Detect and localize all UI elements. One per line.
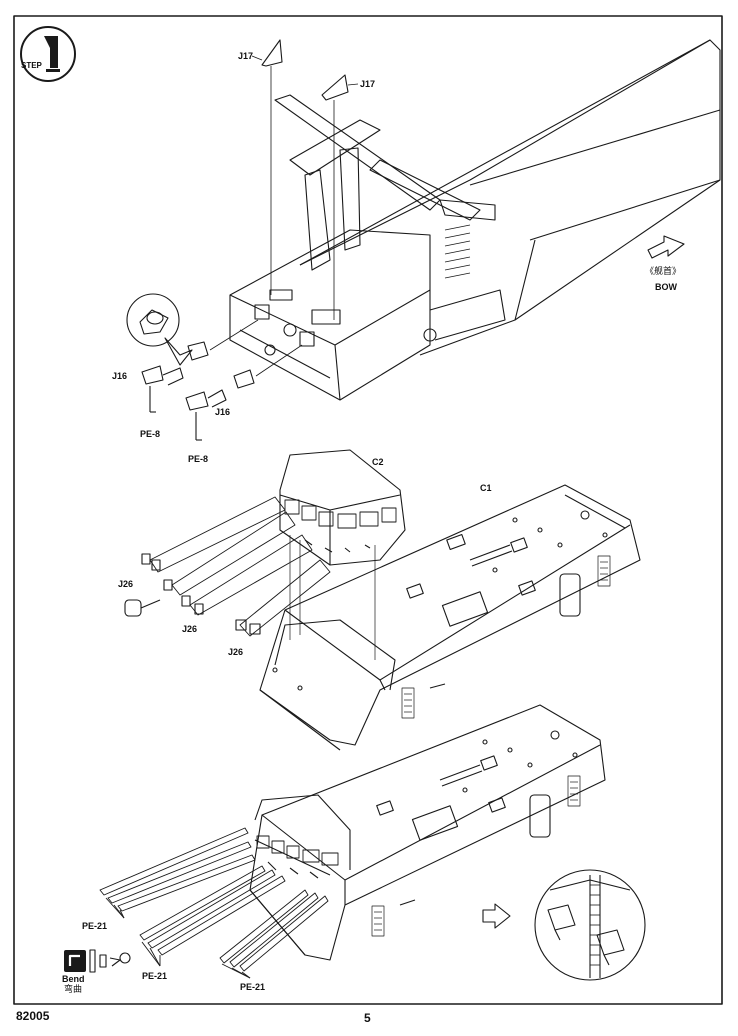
part-j16-searchlight-detail (126, 293, 193, 366)
part-label-j16-b: J16 (215, 407, 231, 417)
part-label-c2: C2 (372, 457, 384, 467)
bridge-footprint (274, 619, 396, 691)
part-j26-fittings (124, 496, 331, 637)
bend-label-en: Bend (62, 974, 85, 984)
bow-arrow-icon (647, 235, 685, 259)
part-label-j26-a: J26 (118, 579, 134, 589)
part-label-j17-a: J17 (238, 51, 254, 61)
part-label-j26-c: J26 (228, 647, 244, 657)
part-j17-plate-left (251, 39, 283, 295)
page-frame (13, 15, 723, 1005)
bend-icon (64, 949, 131, 973)
step-badge (20, 26, 76, 82)
part-label-j17-b: J17 (360, 79, 376, 89)
part-label-pe21-a: PE-21 (82, 921, 108, 931)
part-j17-plate-right (321, 74, 359, 320)
part-j16-searchlight (141, 319, 303, 441)
hull-lower-assembly (249, 704, 606, 961)
bow-label-en: BOW (655, 282, 677, 292)
part-label-pe21-b: PE-21 (142, 971, 168, 981)
part-label-pe8-a: PE-8 (140, 429, 161, 439)
kit-number: 82005 (16, 1009, 50, 1023)
bridge-c2 (279, 449, 406, 660)
page-number: 5 (364, 1011, 371, 1025)
hull-upper-assembly (229, 39, 721, 401)
deck-c1 (259, 484, 641, 751)
direction-arrow-icon (482, 903, 511, 929)
part-label-pe21-c: PE-21 (240, 982, 266, 992)
part-label-c1: C1 (480, 483, 492, 493)
bow-label-zh: 《舰首》 (645, 267, 682, 277)
detail-inset (534, 869, 646, 981)
part-label-pe8-b: PE-8 (188, 454, 209, 464)
part-pe21-strips (99, 827, 329, 979)
part-label-j16-a: J16 (112, 371, 128, 381)
bend-label-zh: 弯曲 (64, 985, 83, 995)
step-label: STEP (21, 61, 42, 70)
part-label-j26-b: J26 (182, 624, 198, 634)
